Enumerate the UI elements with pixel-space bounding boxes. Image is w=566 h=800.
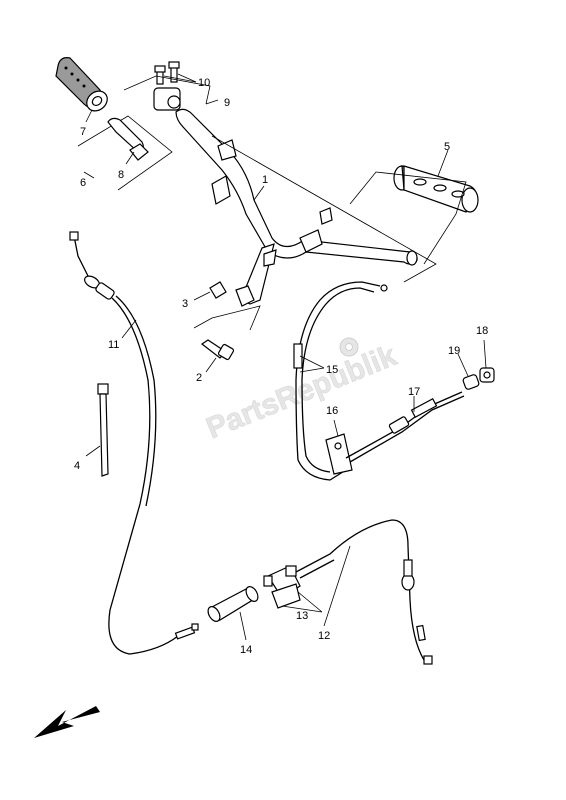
leader-8 — [125, 151, 135, 165]
group-line-1 — [211, 135, 437, 283]
leader-7 — [85, 109, 93, 123]
left-grip[interactable] — [55, 57, 111, 115]
clamp-nut[interactable] — [209, 281, 227, 299]
callout-4: 4 — [74, 460, 80, 472]
leader-14 — [239, 611, 247, 641]
leader-18 — [483, 339, 487, 369]
leader-6 — [83, 171, 95, 179]
callout-10: 10 — [198, 77, 210, 89]
callout-5: 5 — [444, 141, 450, 153]
leader-2 — [205, 357, 217, 373]
leader-16 — [333, 419, 339, 437]
callout-8: 8 — [118, 169, 124, 181]
throttle-cable[interactable] — [69, 231, 199, 655]
callout-13: 13 — [296, 610, 308, 622]
leader-13a — [281, 605, 323, 613]
leader-9 — [205, 99, 219, 105]
leader-4 — [85, 445, 101, 457]
leader-13b — [297, 591, 323, 613]
cable-tie[interactable] — [97, 383, 109, 477]
callout-7: 7 — [80, 126, 86, 138]
callout-3: 3 — [182, 298, 188, 310]
adjuster-sleeve[interactable] — [462, 374, 480, 390]
callout-15: 15 — [326, 364, 338, 376]
callout-12: 12 — [318, 630, 330, 642]
callout-17: 17 — [408, 386, 420, 398]
callout-14: 14 — [240, 644, 252, 656]
leader-12 — [323, 545, 351, 627]
callout-19: 19 — [448, 345, 460, 357]
group-line-9 — [123, 75, 211, 105]
leader-5 — [437, 149, 449, 177]
callout-9: 9 — [224, 97, 230, 109]
group-line-2 — [193, 305, 261, 331]
callout-6: 6 — [80, 177, 86, 189]
group-line-5 — [349, 171, 467, 265]
bracket-assembly[interactable] — [153, 61, 181, 111]
handlebar-end-piece[interactable] — [107, 117, 149, 161]
bolt[interactable] — [200, 339, 235, 361]
brake-cable[interactable] — [293, 281, 388, 481]
callout-2: 2 — [196, 372, 202, 384]
leader-10a — [177, 73, 197, 83]
leader-15a — [299, 355, 325, 369]
leader-11 — [121, 319, 137, 339]
cable-bracket[interactable] — [325, 433, 353, 475]
leader-19 — [457, 353, 469, 377]
leader-1 — [253, 185, 265, 201]
group-line-6 — [77, 115, 173, 191]
adjuster-nut[interactable] — [479, 367, 495, 383]
handlebar[interactable] — [175, 108, 418, 307]
throttle-tube[interactable] — [206, 585, 261, 624]
adjuster-cable[interactable] — [345, 391, 465, 463]
throttle-housing[interactable] — [263, 565, 301, 609]
watermark-gear-icon — [339, 337, 359, 357]
callout-16: 16 — [326, 405, 338, 417]
leader-15b — [299, 367, 325, 373]
leader-10b — [163, 75, 197, 83]
callout-1: 1 — [262, 174, 268, 186]
callout-11: 11 — [108, 339, 119, 351]
callout-18: 18 — [476, 325, 488, 337]
right-grip[interactable] — [393, 165, 479, 213]
leader-3 — [193, 291, 211, 301]
throttle-cable-lower[interactable] — [295, 519, 433, 665]
orientation-arrow-icon — [34, 706, 100, 738]
